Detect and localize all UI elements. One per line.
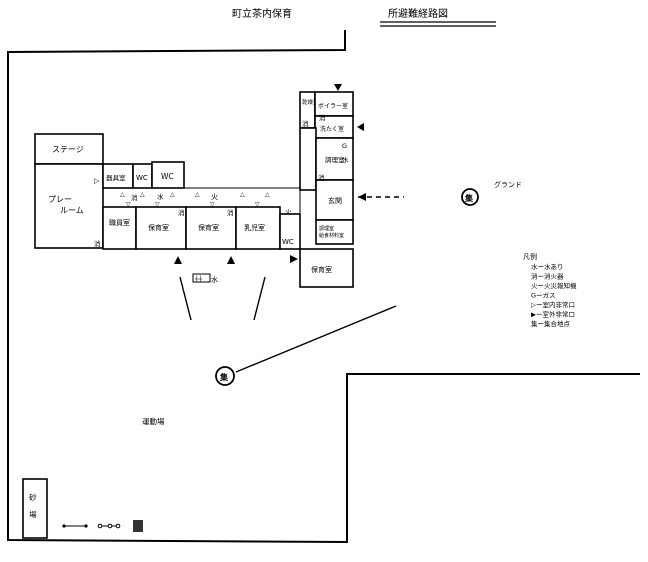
svg-text:△: △ xyxy=(240,191,245,198)
hydrant-water-mark: 水 xyxy=(211,275,218,284)
fire-mark-wc: 火 xyxy=(285,208,292,216)
stage-room xyxy=(34,133,104,165)
kitchen-label: 調理室 xyxy=(325,155,345,164)
assembly-point-ground xyxy=(461,188,479,206)
extinguisher-mark-6: 消 xyxy=(318,173,325,182)
entrance-label: 玄関 xyxy=(328,196,342,205)
gas-mark: G xyxy=(342,142,347,150)
exit-mark: ▷ xyxy=(94,177,100,185)
nursery-room-3 xyxy=(299,248,354,288)
legend-item: 消ー消火器 xyxy=(531,272,564,281)
wc1-label: WC xyxy=(136,174,148,182)
legend-item: Gーガス xyxy=(531,291,556,300)
svg-text:△: △ xyxy=(195,191,200,198)
extinguisher-mark-2: 消 xyxy=(178,208,185,217)
legend-item: ▶ー室外非常口 xyxy=(531,310,575,319)
sandbox xyxy=(22,478,48,539)
nursery-room-2 xyxy=(185,206,237,250)
infant-room-label: 乳児室 xyxy=(244,223,265,232)
svg-text:△: △ xyxy=(265,191,270,198)
route-line-playground xyxy=(235,305,397,373)
storage-room xyxy=(315,219,354,245)
legend-item: 集ー集合地点 xyxy=(531,319,571,328)
svg-text:▽: ▽ xyxy=(155,201,160,208)
kitchen-room xyxy=(315,137,354,181)
assembly-glyph-ground: 集 xyxy=(464,193,474,203)
nursery3-label: 保育室 xyxy=(311,265,332,274)
assembly-point-playground xyxy=(215,366,235,386)
route-arrow-2 xyxy=(253,276,266,321)
outdoor-exit-north xyxy=(334,84,342,91)
sandbox-label-2: 場 xyxy=(29,509,37,519)
storage-small-label: 器具室 xyxy=(106,173,126,182)
svg-text:△: △ xyxy=(120,191,125,198)
route-arrowhead-ground xyxy=(358,193,366,201)
legend-title: 凡例 xyxy=(523,252,537,261)
site-boundary xyxy=(7,30,640,544)
svg-text:▽: ▽ xyxy=(126,201,131,208)
laundry-label: 洗たく室 xyxy=(320,125,344,133)
wc3-label: WC xyxy=(282,238,294,246)
wc2-label: WC xyxy=(161,172,174,181)
play-equipment xyxy=(62,520,143,532)
east-corridor xyxy=(299,127,317,191)
svg-text:▽: ▽ xyxy=(255,201,260,208)
stage-label: ステージ xyxy=(52,145,84,154)
svg-text:▽: ▽ xyxy=(210,201,215,208)
outdoor-exit-south-2 xyxy=(227,256,235,264)
svg-text:△: △ xyxy=(140,191,145,198)
kitchen-water-mark: 水 xyxy=(342,155,349,164)
playroom-label: プレールーム xyxy=(48,195,84,215)
document-title: 所避難経路図 xyxy=(388,7,448,20)
outdoor-exit-east-laundry xyxy=(357,123,364,131)
staff-room-label: 職員室 xyxy=(109,218,130,227)
extinguisher-mark-4: 消 xyxy=(131,193,138,202)
playroom xyxy=(34,163,104,249)
dry-room-label: 乾燥室 xyxy=(302,98,319,106)
nursery2-label: 保育室 xyxy=(198,223,219,232)
storage-room-label: 調理室給食材料室 xyxy=(319,225,344,239)
extinguisher-mark-1: 消 xyxy=(94,239,101,248)
extinguisher-mark-3: 消 xyxy=(227,208,234,217)
outdoor-exit-east-nursery xyxy=(290,255,298,263)
boiler-room-label: ボイラー室 xyxy=(318,102,348,110)
fire-alarm-mark: 火 xyxy=(211,193,218,201)
route-arrow-1 xyxy=(179,276,192,321)
outdoor-exit-south-1 xyxy=(174,256,182,264)
staff-room xyxy=(102,206,137,250)
extinguisher-mark-5: 消 xyxy=(302,119,309,128)
ground-label: グランド xyxy=(494,180,522,189)
legend-item: ▷ー室内非常口 xyxy=(531,300,575,309)
wc-room-2 xyxy=(151,161,185,189)
playground-label: 運動場 xyxy=(142,416,165,426)
extinguisher-mark-7: 消 xyxy=(319,113,326,122)
hydrant-glyph: ┼┼ xyxy=(194,275,203,283)
svg-text:△: △ xyxy=(170,191,175,198)
assembly-glyph-playground: 集 xyxy=(219,372,229,382)
legend-item: 水ー水あり xyxy=(531,262,564,271)
interior-exit-markers: △ △ △ △ △ △ ▽ ▽ ▽ ▽ xyxy=(120,191,270,208)
legend: 水ー水あり消ー消火器火ー火災報知機Gーガス▷ー室内非常口▶ー室外非常口集ー集合地… xyxy=(531,262,577,328)
sandbox-label-1: 砂 xyxy=(29,492,37,502)
water-mark-corridor: 水 xyxy=(157,192,164,201)
entrance-room xyxy=(315,179,354,221)
facility-title: 町立茶内保育 xyxy=(232,7,292,20)
legend-item: 火ー火災報知機 xyxy=(531,281,577,290)
hydrant-box xyxy=(192,273,211,283)
infant-room xyxy=(235,206,281,250)
nursery-room-1 xyxy=(135,206,187,250)
nursery1-label: 保育室 xyxy=(148,223,169,232)
